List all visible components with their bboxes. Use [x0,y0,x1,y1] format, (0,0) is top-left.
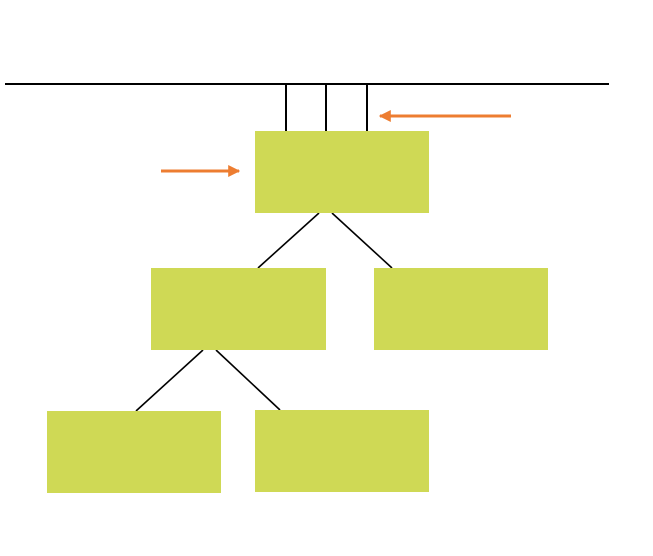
edge-root-to-child-left [257,212,320,269]
node-grandchild-left [47,411,221,493]
node-child-left [151,268,326,350]
edge-root-to-child-right [331,212,393,269]
node-grandchild-right [255,410,429,492]
node-child-right [374,268,548,350]
edge-child-left-to-grandchild-right [215,349,281,411]
node-root [255,131,429,213]
edge-child-left-to-grandchild-left [135,349,204,412]
